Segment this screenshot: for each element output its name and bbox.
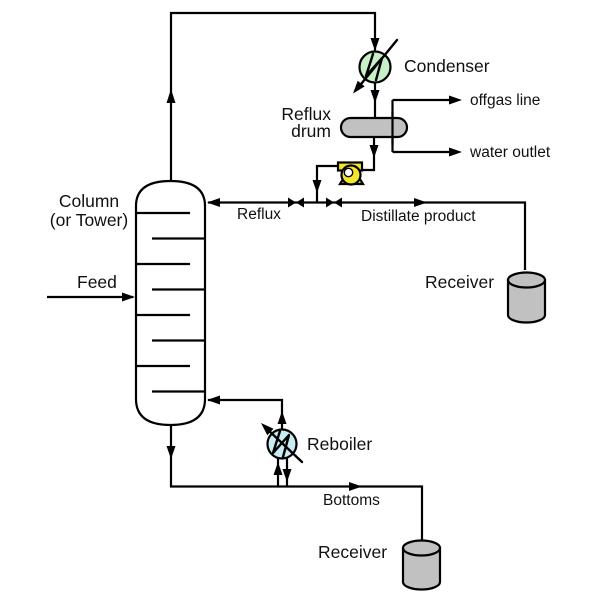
feed-label: Feed <box>77 272 117 292</box>
flow-arrow-reboiler-up <box>277 411 287 424</box>
column-trays <box>136 211 205 393</box>
flow-arrow-into-drum <box>370 90 380 103</box>
flow-arrow-feed <box>122 292 135 302</box>
reboiler-symbol <box>261 423 304 464</box>
column-shell <box>134 179 207 427</box>
flow-arrow-offgas <box>449 95 462 105</box>
distillate-valve <box>326 197 342 208</box>
distillate-label: Distillate product <box>361 208 476 225</box>
flow-arrow-distillate <box>414 198 427 207</box>
condenser-label: Condenser <box>404 56 490 76</box>
bottoms-receiver <box>401 539 442 591</box>
flow-arrow-bottoms-down <box>166 446 176 459</box>
pump-suction-line <box>362 137 376 172</box>
labels: Condenser Reflux drum offgas line water … <box>50 56 551 562</box>
reflux-distillate-header <box>208 201 527 270</box>
reflux-drum-label-line1: Reflux <box>281 104 331 124</box>
flow-arrow-drum-outlet <box>369 145 379 158</box>
column-label-line2: (or Tower) <box>50 210 128 230</box>
valve-triangle <box>288 197 296 208</box>
flow-arrows <box>122 38 462 491</box>
reflux-drum-label-line2: drum <box>291 121 331 141</box>
receiver-body <box>401 546 442 591</box>
valve-triangle <box>334 197 342 208</box>
valve-triangle <box>296 197 304 208</box>
flow-arrow-reboiler-return <box>207 395 220 405</box>
water-outlet-label: water outlet <box>469 144 551 161</box>
reflux-valve <box>288 197 304 208</box>
flow-arrow-reflux <box>207 198 220 207</box>
overhead-vapor-line <box>169 11 377 182</box>
reboiler-label: Reboiler <box>307 434 372 454</box>
receiver-body <box>506 278 547 324</box>
pump-symbol <box>336 161 365 186</box>
receiver-top <box>401 539 442 557</box>
bottoms-label: Bottoms <box>323 492 380 509</box>
column-vessel <box>134 179 207 427</box>
flow-arrow-pump-down <box>312 180 322 193</box>
flow-arrow-bottoms-right <box>349 482 362 491</box>
flow-arrow-reboiler-inlet <box>273 462 283 475</box>
distillate-receiver <box>506 271 547 324</box>
offgas-label: offgas line <box>470 92 540 109</box>
reboiler-return-line <box>208 398 284 430</box>
reboiler-flow-arrow <box>261 423 274 436</box>
flow-arrow-into-condenser <box>370 38 380 51</box>
flow-arrow-reboiler-outlet <box>282 469 292 482</box>
flow-arrow-up-overhead <box>166 89 176 103</box>
bottoms-receiver-label: Receiver <box>318 542 387 562</box>
condenser-flow-arrow <box>353 80 365 94</box>
distillate-receiver-label: Receiver <box>425 272 494 292</box>
condenser-symbol <box>353 38 399 94</box>
reboiler-flow-line <box>263 425 304 464</box>
column-label-line1: Column <box>59 191 119 211</box>
valve-triangle <box>326 197 334 208</box>
receiver-top <box>506 271 547 289</box>
pump-impeller-eye <box>343 167 354 178</box>
pump-discharge-line <box>315 164 340 203</box>
reflux-label: Reflux <box>237 206 281 223</box>
flow-arrow-water <box>449 147 462 157</box>
condenser-flow-line <box>355 38 399 91</box>
reflux-drum-vessel <box>339 116 409 139</box>
